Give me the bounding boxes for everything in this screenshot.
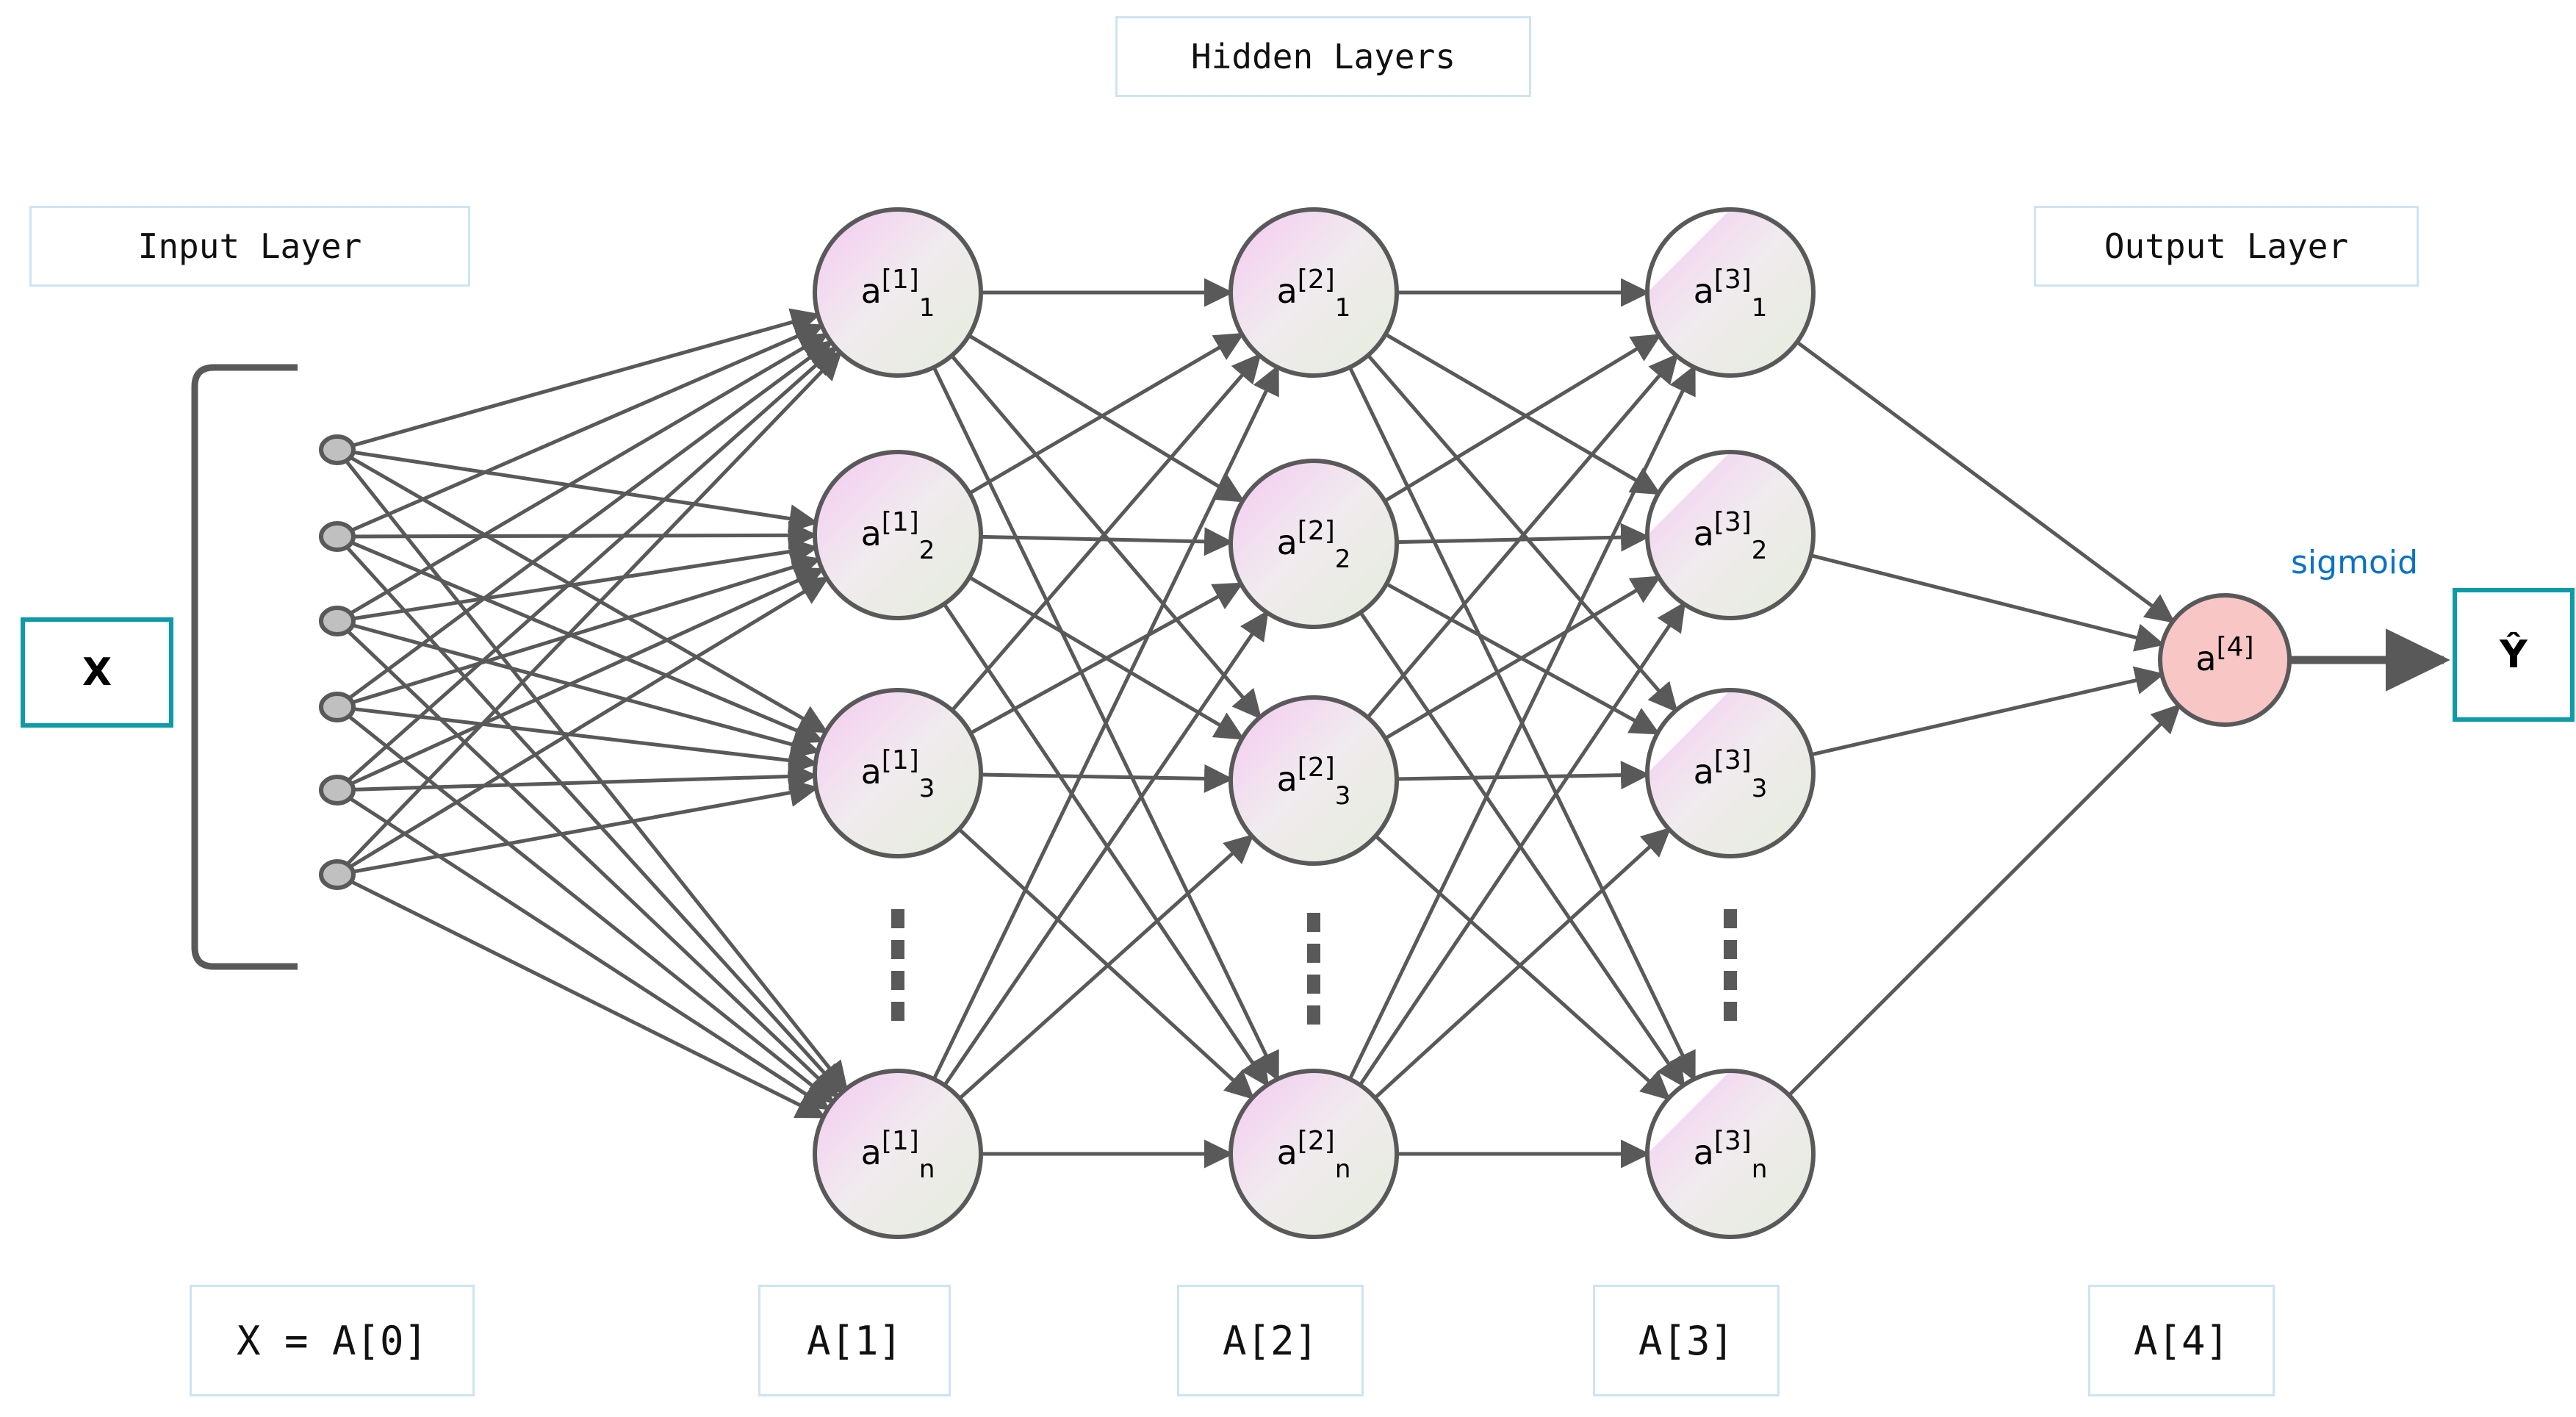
matrix-label-a2: A[2] bbox=[1177, 1285, 1364, 1396]
connection-edges bbox=[345, 278, 2181, 1169]
svg-text:a[1]2: a[1]2 bbox=[861, 507, 935, 565]
input-bracket bbox=[191, 364, 298, 970]
sigmoid-annotation: sigmoid bbox=[2291, 544, 2419, 581]
svg-text:a[2]1: a[2]1 bbox=[1277, 265, 1351, 323]
svg-text:a[3]n: a[3]n bbox=[1694, 1126, 1768, 1184]
svg-text:a[1]1: a[1]1 bbox=[861, 265, 935, 323]
svg-text:a[2]2: a[2]2 bbox=[1277, 516, 1351, 574]
svg-text:a[4]: a[4] bbox=[2195, 632, 2253, 678]
hidden-layers-label: Hidden Layers bbox=[1115, 16, 1531, 97]
matrix-label-a1: A[1] bbox=[758, 1285, 951, 1396]
svg-text:a[3]1: a[3]1 bbox=[1694, 265, 1768, 323]
output-matrix-box: Ŷ bbox=[2453, 588, 2575, 722]
neuron-nodes: a[1]1 a[1]2 a[1]3 a[1]n a[2]1 a[2]2 a[2]3 a[2]n… bbox=[813, 207, 2292, 1239]
svg-text:a[2]n: a[2]n bbox=[1277, 1126, 1351, 1184]
matrix-label-a0: X = A[0] bbox=[190, 1285, 475, 1396]
svg-text:a[1]3: a[1]3 bbox=[861, 745, 935, 803]
input-layer-label: Input Layer bbox=[29, 206, 470, 287]
vertical-ellipses bbox=[891, 909, 1737, 1025]
svg-text:a[3]2: a[3]2 bbox=[1694, 507, 1768, 565]
matrix-label-a4: A[4] bbox=[2088, 1285, 2275, 1396]
svg-text:a[2]3: a[2]3 bbox=[1277, 753, 1351, 811]
svg-text:a[1]n: a[1]n bbox=[861, 1126, 935, 1184]
svg-text:a[3]3: a[3]3 bbox=[1694, 745, 1768, 803]
matrix-label-a3: A[3] bbox=[1593, 1285, 1780, 1396]
input-nodes bbox=[319, 434, 356, 890]
output-layer-label: Output Layer bbox=[2034, 206, 2419, 287]
input-matrix-box: X bbox=[21, 617, 173, 728]
